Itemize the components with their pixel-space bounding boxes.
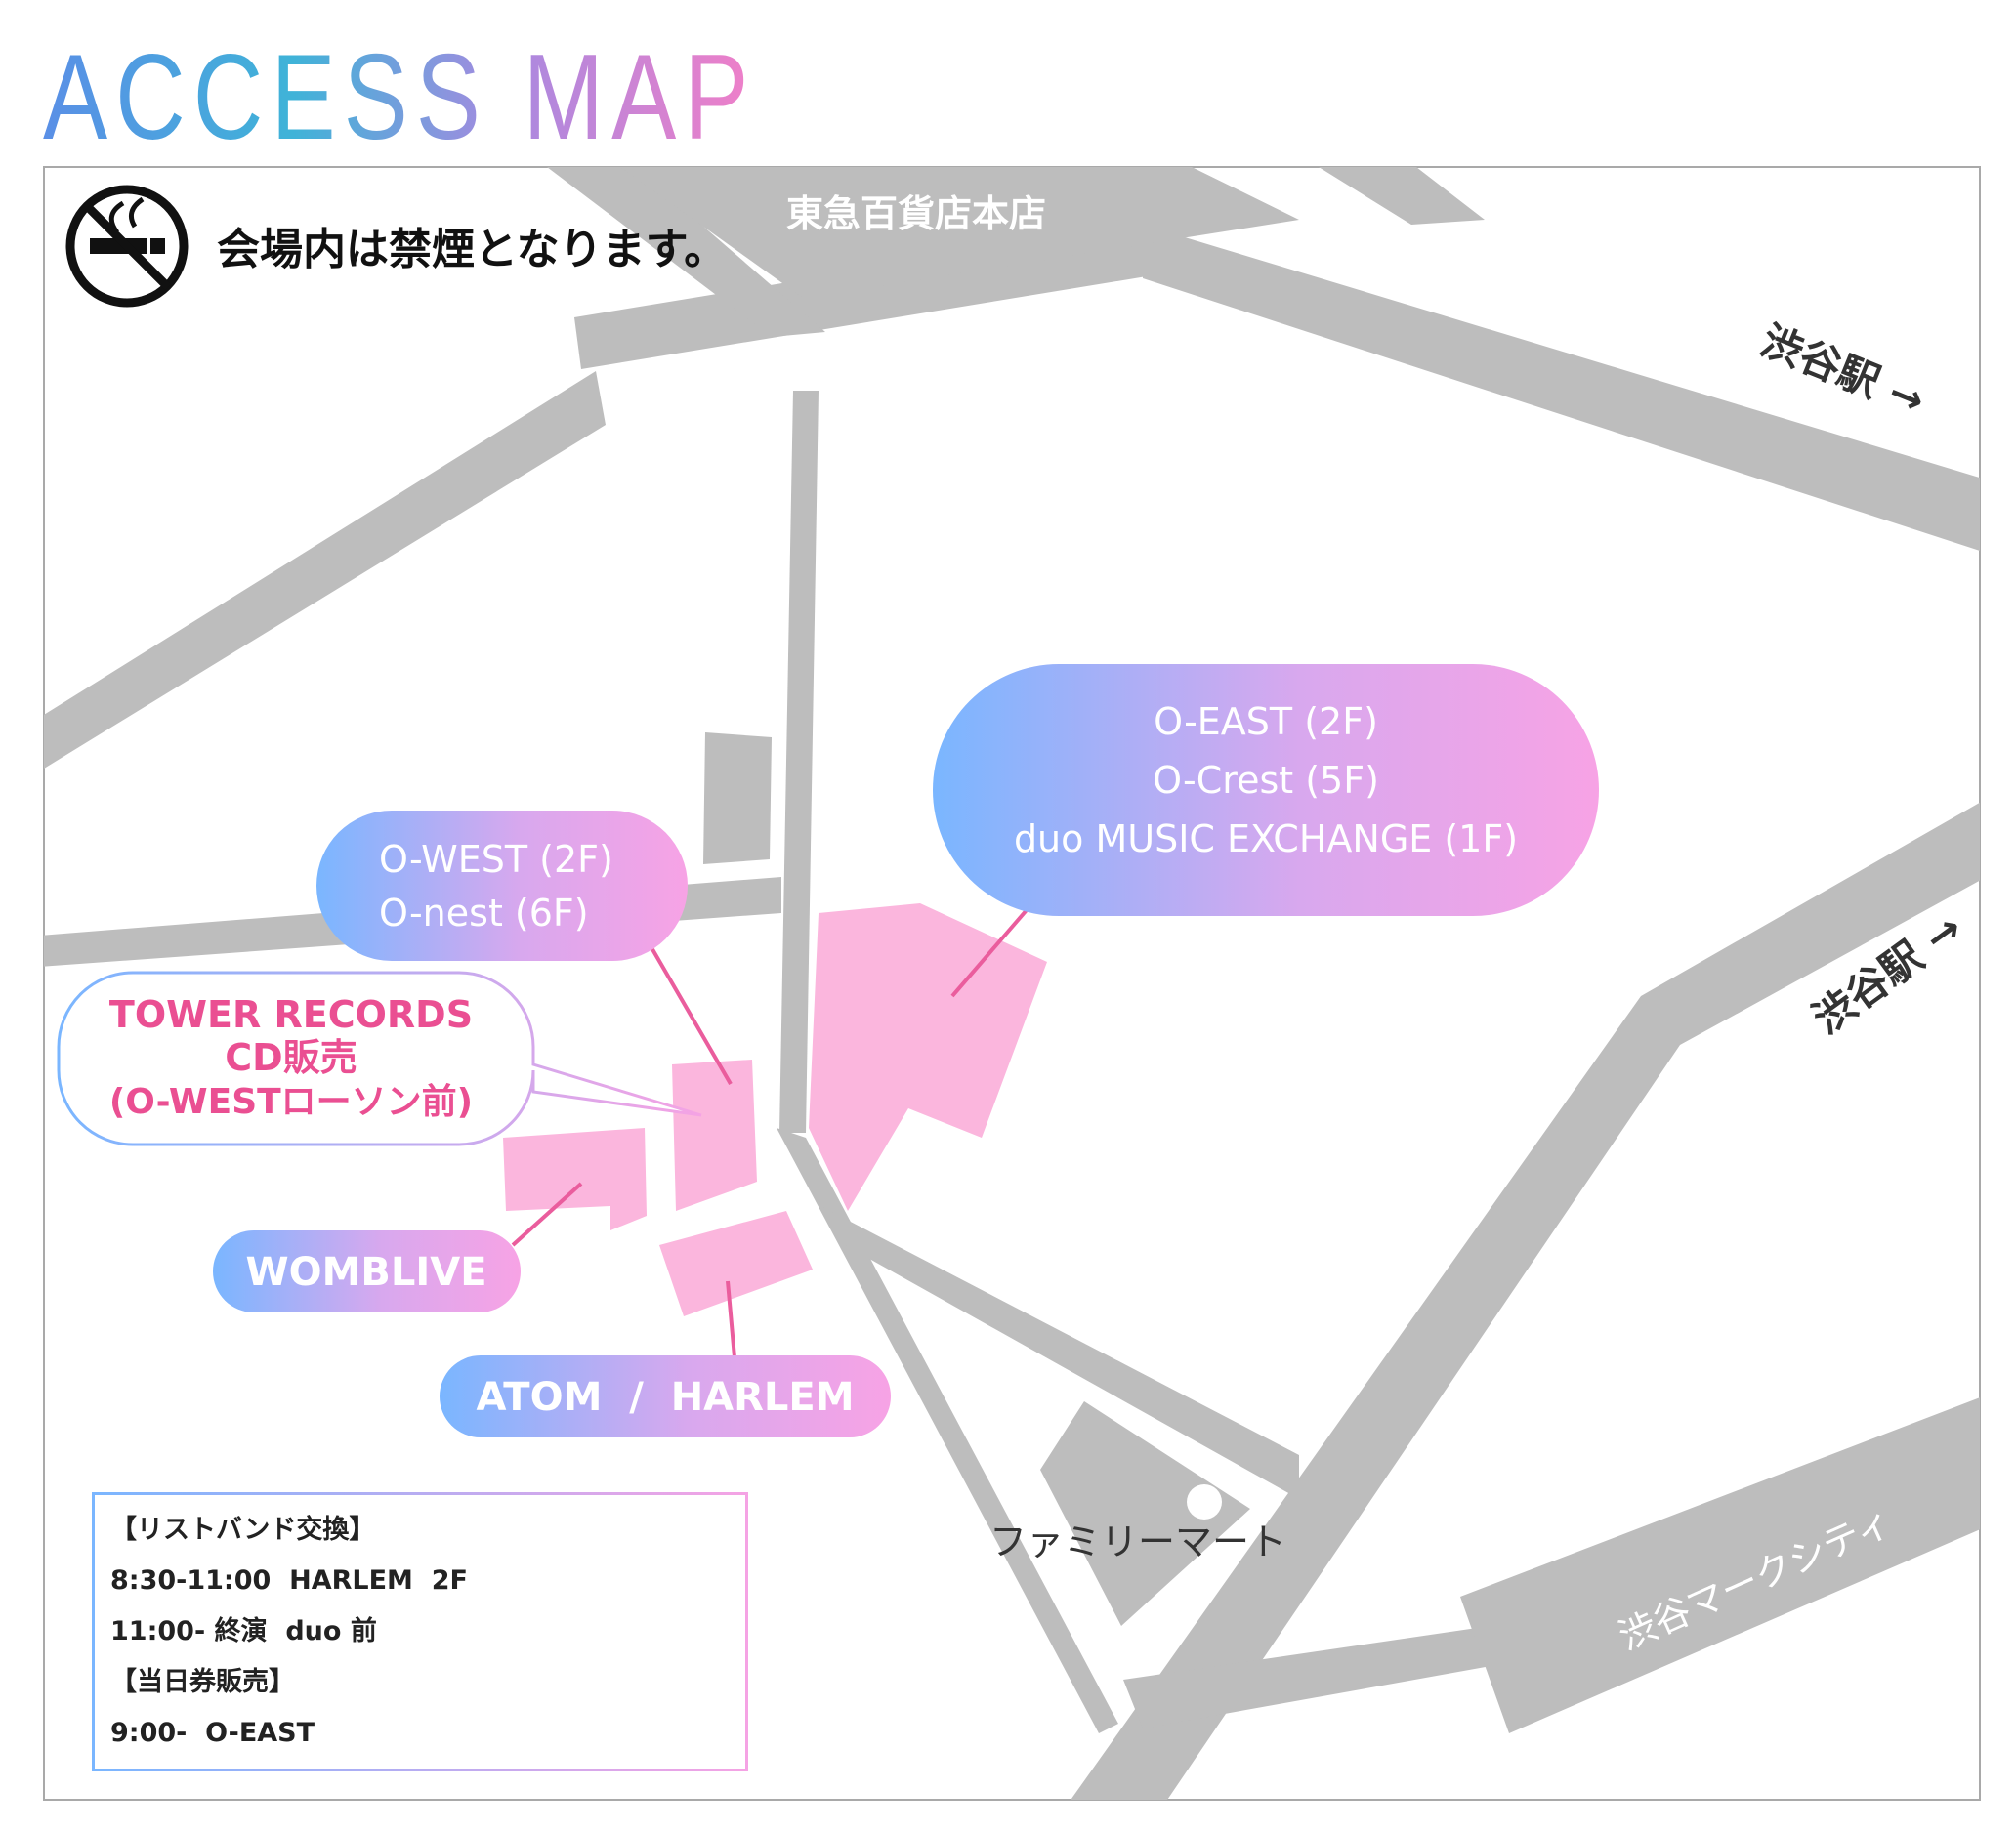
pill-o-west: O-WEST (2F) O-nest (6F) [316, 811, 688, 961]
page-title: ACCESS MAP [43, 30, 757, 165]
road-lower-diagonal-south [777, 1128, 1118, 1733]
label-tokyu: 東急百貨店本店 [786, 192, 1046, 235]
venue-buildings [503, 903, 1047, 1316]
building-atom-harlem [659, 1211, 813, 1316]
no-smoking-notice: 会場内は禁煙となります。 [65, 185, 727, 308]
road-mark-city-street [1123, 1621, 1524, 1728]
tower-records-location: (O-WESTローソン前) [109, 1082, 473, 1122]
tower-records-name: TOWER RECORDS [109, 993, 473, 1036]
no-smoking-icon [65, 185, 189, 308]
grey-buildings [620, 167, 1980, 1733]
info-wristband-time-1: 8:30-11:00 HARLEM 2F [110, 1565, 468, 1596]
venue-duo: duo MUSIC EXCHANGE (1F) [1014, 817, 1518, 860]
building-o-east [809, 903, 1047, 1211]
building-small-north [703, 732, 772, 864]
info-wristband-heading: 【リストバンド交換】 [110, 1515, 376, 1545]
road-vertical-main [779, 391, 819, 1133]
pill-atom-harlem: ATOM / HARLEM [440, 1355, 891, 1437]
venue-o-west: O-WEST (2F) [379, 838, 613, 881]
road-right-diagonal [1071, 802, 1980, 1800]
road-top-right-segment [1319, 167, 1485, 225]
tower-records-cd-sale: CD販売 [225, 1036, 357, 1079]
schedule-info-box: 【リストバンド交換】 8:30-11:00 HARLEM 2F 11:00- 終… [92, 1492, 748, 1771]
leader-lines [511, 901, 1034, 1358]
venue-atom-harlem: ATOM / HARLEM [476, 1375, 854, 1420]
building-o-west [672, 1060, 757, 1211]
pill-womb: WOMBLIVE [213, 1230, 521, 1312]
road-upper-right-diagonal [1143, 225, 1980, 552]
no-smoking-text: 会場内は禁煙となります。 [217, 225, 727, 274]
building-womb [503, 1128, 647, 1230]
info-ticket-time: 9:00- O-EAST [110, 1718, 315, 1748]
info-ticket-heading: 【当日券販売】 [110, 1667, 295, 1697]
info-wristband-time-2: 11:00- 終演 duo 前 [110, 1616, 377, 1646]
venue-womb: WOMBLIVE [245, 1250, 486, 1295]
building-family-mart [1040, 1401, 1250, 1626]
venue-o-nest: O-nest (6F) [379, 892, 589, 935]
pill-o-east: O-EAST (2F) O-Crest (5F) duo MUSIC EXCHA… [933, 664, 1599, 916]
family-mart-marker [1187, 1484, 1222, 1520]
road-lower-diagonal-east [820, 1206, 1299, 1499]
road-upper-left-diagonal [44, 371, 606, 769]
building-mark-city [1460, 1397, 1980, 1733]
venue-o-crest: O-Crest (5F) [1153, 759, 1379, 802]
tower-records-bubble: TOWER RECORDS CD販売 (O-WESTローソン前) [57, 971, 702, 1146]
label-family-mart: ファミリーマート [989, 1520, 1286, 1563]
road-top-diagonal [547, 167, 825, 337]
venue-o-east: O-EAST (2F) [1154, 700, 1378, 743]
building-tokyu [620, 167, 1299, 298]
